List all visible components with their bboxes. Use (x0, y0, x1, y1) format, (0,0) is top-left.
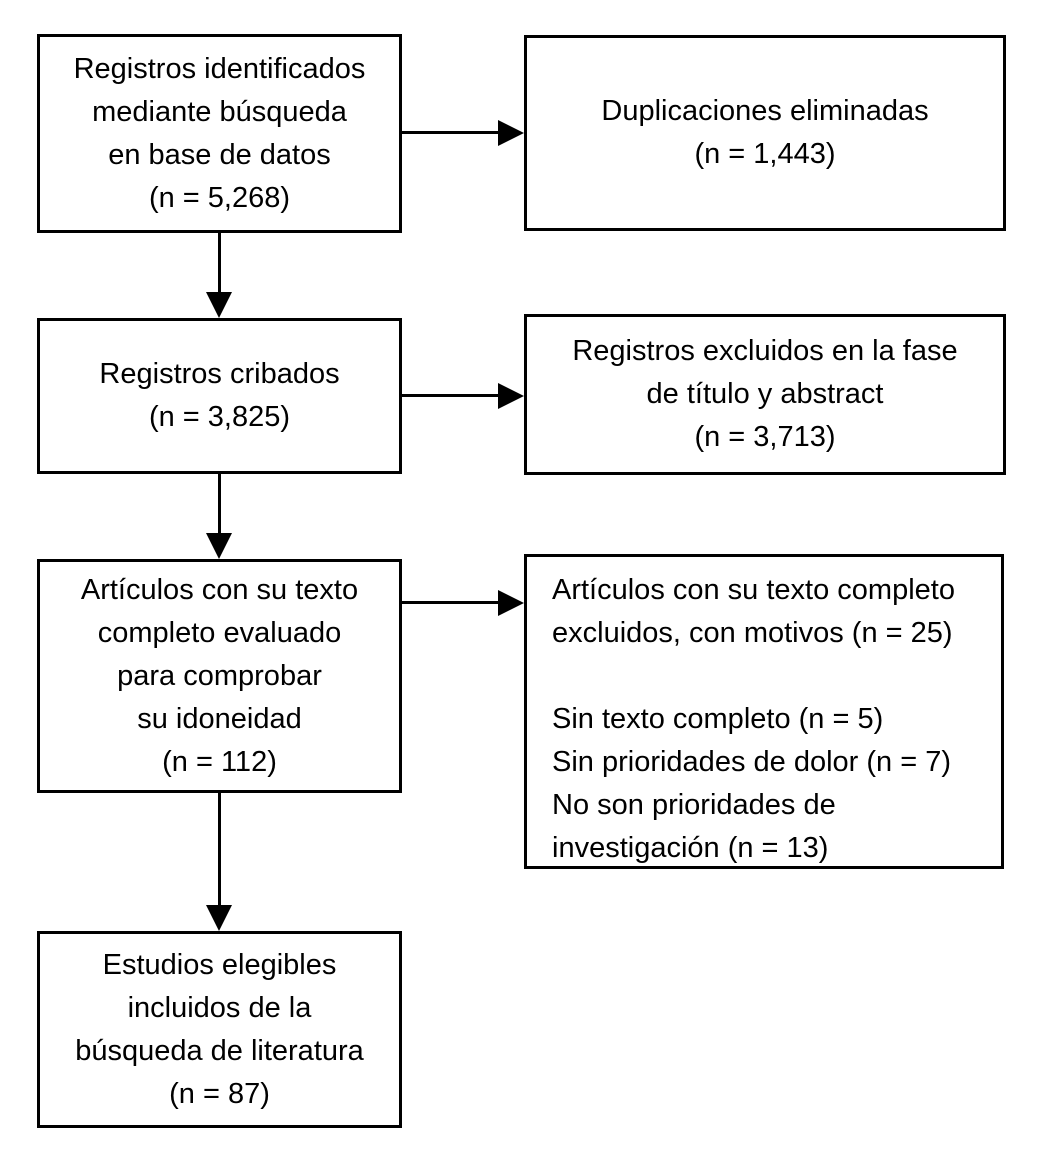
box-text-line: (n = 87) (169, 1077, 270, 1110)
arrow-line (402, 601, 498, 604)
box-text-line: en base de datos (108, 138, 331, 171)
box-text-line: incluidos de la (127, 991, 312, 1024)
box-duplicates-removed: Duplicaciones eliminadas (n = 1,443) (524, 35, 1006, 231)
arrow-line (402, 394, 498, 397)
box-text-line: investigación (n = 13) (552, 832, 829, 864)
box-text-line: Duplicaciones eliminadas (601, 95, 929, 127)
arrow-line (218, 474, 221, 536)
arrow-right-icon (498, 120, 524, 146)
arrow-line (218, 233, 221, 295)
arrow-right-icon (498, 590, 524, 616)
box-text-line: Artículos con su texto (80, 573, 359, 606)
box-records-screened: Registros cribados (n = 3,825) (37, 318, 402, 474)
box-text-line: (n = 3,825) (148, 401, 291, 433)
arrow-line (402, 131, 498, 134)
box-text-line: su idoneidad (137, 702, 302, 735)
box-text-line: Registros identificados (73, 52, 366, 85)
box-text-line: (n = 112) (162, 745, 277, 778)
box-text-line: (n = 5,268) (148, 181, 291, 214)
box-text-line: de título y abstract (646, 378, 884, 410)
box-fulltext-excluded-with-reasons: Artículos con su texto completo excluido… (524, 554, 1004, 869)
box-text-line: Registros cribados (99, 358, 340, 390)
arrow-down-icon (206, 905, 232, 931)
box-text-line: Registros excluidos en la fase (572, 335, 958, 367)
box-text-line: para comprobar (117, 659, 322, 692)
box-studies-included: Estudios elegibles incluidos de la búsqu… (37, 931, 402, 1128)
arrow-right-icon (498, 383, 524, 409)
box-text-line: completo evaluado (97, 616, 342, 649)
arrow-down-icon (206, 533, 232, 559)
arrow-down-icon (206, 292, 232, 318)
box-records-identified: Registros identificados mediante búsqued… (37, 34, 402, 233)
box-text-line: (n = 3,713) (694, 421, 836, 453)
box-text-line: excluidos, con motivos (n = 25) (552, 617, 953, 649)
box-text-line: Artículos con su texto completo (552, 574, 955, 606)
box-text-line: Sin prioridades de dolor (n = 7) (552, 746, 951, 778)
box-text-line (552, 655, 991, 698)
box-text-line: búsqueda de literatura (75, 1034, 364, 1067)
arrow-line (218, 793, 221, 908)
box-text-line: mediante búsqueda (92, 95, 347, 128)
box-text-line: Sin texto completo (n = 5) (552, 703, 884, 735)
box-text-line: No son prioridades de (552, 789, 836, 821)
box-text-line: Estudios elegibles (102, 948, 337, 981)
box-fulltext-assessed: Artículos con su texto completo evaluado… (37, 559, 402, 793)
box-records-excluded-title-abstract: Registros excluidos en la fase de título… (524, 314, 1006, 475)
box-text-line: (n = 1,443) (694, 138, 836, 170)
